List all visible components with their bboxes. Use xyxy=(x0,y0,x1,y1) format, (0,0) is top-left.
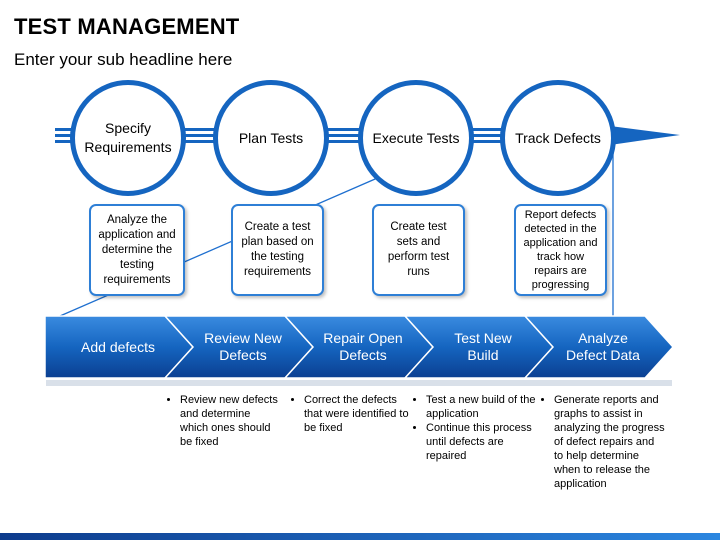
bullet-list-analyze: Generate reports and graphs to assist in… xyxy=(540,393,666,491)
chevron-label-repair-open-defects: Repair Open Defects xyxy=(323,330,403,363)
bullet-list-review: Review new defects and determine which o… xyxy=(166,393,280,449)
bullet-item: Review new defects and determine which o… xyxy=(180,393,280,449)
circle-track-defects: Track Defects xyxy=(500,80,616,196)
bullet-item: Continue this process until defects are … xyxy=(426,421,536,463)
bullet-item: Generate reports and graphs to assist in… xyxy=(554,393,666,491)
bullet-list-test: Test a new build of the application Cont… xyxy=(412,393,536,463)
chevron-label-analyze-defect-data: Analyze Defect Data xyxy=(566,330,640,363)
callout-text: Analyze the application and determine th… xyxy=(98,213,176,286)
timeline-arrow xyxy=(55,126,680,145)
circle-label: Execute Tests xyxy=(372,129,460,146)
chevron-label-add-defects: Add defects xyxy=(81,338,155,355)
footer-bar xyxy=(0,533,720,540)
circle-plan-tests: Plan Tests xyxy=(213,80,329,196)
chevron-label-test-new-build: Test New Build xyxy=(454,330,512,363)
chevron-row xyxy=(44,315,675,379)
circle-specify-requirements: Specify Requirements xyxy=(70,80,186,196)
chevron-shadow xyxy=(46,380,672,386)
callout-execute-tests: Create test sets and perform test runs xyxy=(372,204,465,296)
callout-plan-tests: Create a test plan based on the testing … xyxy=(231,204,324,296)
chevron-step-5 xyxy=(523,315,675,379)
callout-text: Create a test plan based on the testing … xyxy=(241,221,314,278)
chevron-label-review-new-defects: Review New Defects xyxy=(204,330,282,363)
circle-label: Specify Requirements xyxy=(84,120,172,155)
callout-text: Create test sets and perform test runs xyxy=(387,221,450,278)
callout-track-defects: Report defects detected in the applicati… xyxy=(514,204,607,296)
callout-text: Report defects detected in the applicati… xyxy=(523,209,598,291)
bullet-item: Test a new build of the application xyxy=(426,393,536,421)
callout-specify-requirements: Analyze the application and determine th… xyxy=(89,204,185,296)
circle-label: Track Defects xyxy=(515,129,601,146)
page-title: TEST MANAGEMENT xyxy=(14,14,240,39)
circle-execute-tests: Execute Tests xyxy=(358,80,474,196)
page-subtitle: Enter your sub headline here xyxy=(14,50,233,69)
bullet-list-repair: Correct the defects that were identified… xyxy=(290,393,414,435)
circle-label: Plan Tests xyxy=(238,129,304,146)
bullet-item: Correct the defects that were identified… xyxy=(304,393,414,435)
